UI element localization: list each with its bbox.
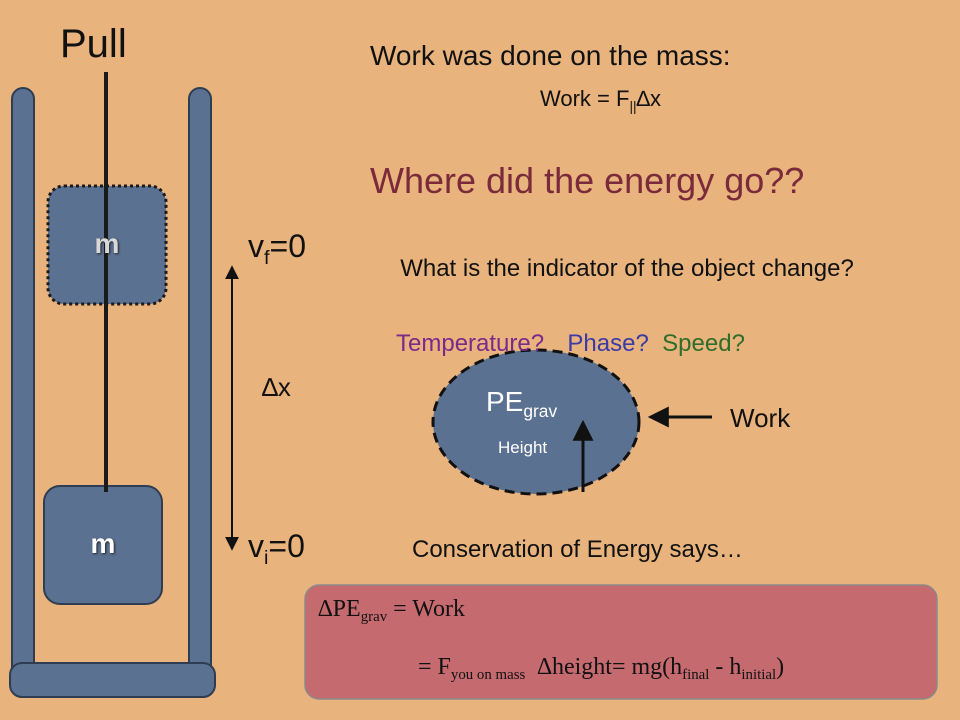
height-label: Height — [498, 438, 548, 457]
delta-x-label: ∆x — [262, 372, 291, 402]
equation-line-2: = Fyou on mass ∆height= mg(hfinal - hini… — [418, 654, 785, 684]
work-formula: Work = F||∆x — [540, 86, 662, 114]
work-arrow-label: Work — [730, 403, 791, 433]
option-speed: Speed? — [662, 330, 745, 357]
pe-ellipse — [431, 348, 641, 496]
option-temperature: Temperature? — [396, 330, 545, 357]
tube-right-wall — [188, 87, 212, 689]
indicator-question: What is the indicator of the object chan… — [400, 255, 854, 282]
pe-grav-label: PEgrav — [486, 386, 558, 422]
conservation-heading: Conservation of Energy says… — [412, 536, 743, 563]
mass-top-label: m — [94, 228, 120, 259]
option-phase: Phase? — [567, 330, 649, 357]
conservation-box — [304, 584, 938, 700]
mass-bottom-label: m — [90, 528, 116, 559]
final-velocity-label: vf=0 — [248, 228, 306, 269]
pull-label: Pull — [60, 22, 127, 66]
tube-left-wall — [11, 87, 35, 689]
tube-base — [9, 662, 216, 698]
equation-line-1: ∆PEgrav = Work — [318, 596, 465, 626]
energy-question: Where did the energy go?? — [370, 160, 805, 201]
indicator-options: Temperature? Phase? Speed? — [396, 330, 745, 358]
mass-bottom-box — [43, 485, 163, 605]
initial-velocity-label: vi=0 — [248, 528, 305, 569]
work-done-heading: Work was done on the mass: — [370, 40, 731, 71]
